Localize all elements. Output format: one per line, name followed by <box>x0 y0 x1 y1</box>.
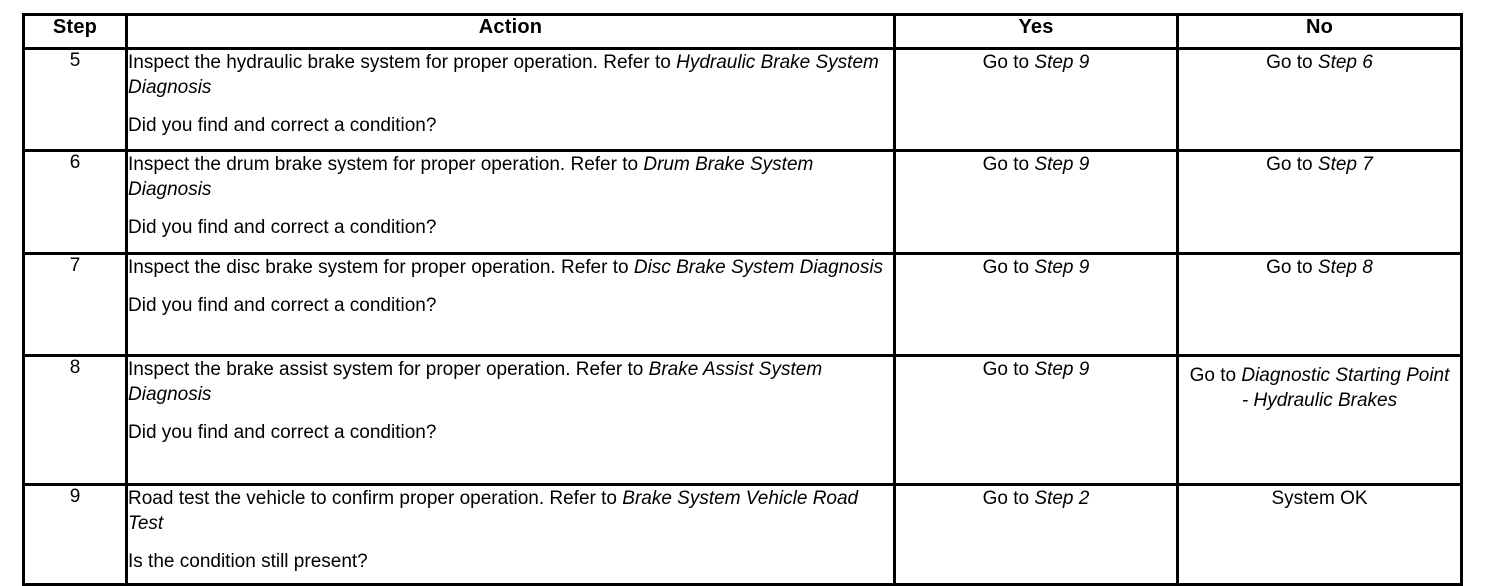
action-reference: Hydraulic Brake System Diagnosis <box>128 52 879 98</box>
yes-answer-text: Go to <box>982 488 1035 509</box>
action-cell: Inspect the disc brake system for proper… <box>125 252 896 357</box>
table-row: 6 Inspect the drum brake system for prop… <box>22 149 1463 255</box>
no-answer-text: Go to <box>1266 257 1318 278</box>
action-description: Inspect the disc brake system for proper… <box>128 255 893 280</box>
step-number: 8 <box>22 354 128 486</box>
action-cell: Inspect the hydraulic brake system for p… <box>125 47 896 152</box>
action-reference: Brake Assist System Diagnosis <box>128 359 823 405</box>
yes-answer-reference: Step 2 <box>1034 488 1090 509</box>
no-answer-reference: Diagnostic Starting Point - Hydraulic Br… <box>1241 365 1450 411</box>
column-header-yes: Yes <box>893 13 1179 50</box>
no-answer-text: Go to <box>1266 154 1318 175</box>
action-text: Inspect the hydraulic brake system for p… <box>128 52 677 73</box>
yes-answer-reference: Step 9 <box>1034 52 1090 73</box>
yes-answer-text: Go to <box>982 52 1035 73</box>
table-row: 5 Inspect the hydraulic brake system for… <box>22 47 1463 152</box>
yes-answer-cell: Go to Step 9 <box>893 252 1179 357</box>
table-row: 9 Road test the vehicle to confirm prope… <box>22 483 1463 586</box>
action-description: Inspect the drum brake system for proper… <box>128 152 893 202</box>
action-text: Inspect the brake assist system for prop… <box>128 359 649 380</box>
no-answer-text: Go to <box>1189 365 1242 386</box>
action-description: Road test the vehicle to confirm proper … <box>128 486 893 536</box>
yes-answer-text: Go to <box>982 154 1035 175</box>
diagnostic-procedure-table: Step Action Yes No 5 Inspect the hydraul… <box>22 13 1463 586</box>
column-header-action: Action <box>125 13 896 50</box>
no-answer-reference: Step 7 <box>1317 154 1373 175</box>
action-reference: Brake System Vehicle Road Test <box>128 488 859 534</box>
table-header: Step Action Yes No <box>22 13 1463 50</box>
table-row: 7 Inspect the disc brake system for prop… <box>22 252 1463 357</box>
no-answer-cell: System OK <box>1176 483 1463 586</box>
yes-answer-text: Go to <box>982 359 1035 380</box>
action-description: Inspect the hydraulic brake system for p… <box>128 50 893 100</box>
column-header-no: No <box>1176 13 1463 50</box>
yes-answer-reference: Step 9 <box>1034 257 1090 278</box>
no-answer-reference: Step 8 <box>1317 257 1373 278</box>
action-question: Did you find and correct a condition? <box>128 217 437 238</box>
action-question: Did you find and correct a condition? <box>128 115 437 136</box>
no-answer-text: Go to <box>1266 52 1318 73</box>
action-text: Inspect the disc brake system for proper… <box>128 257 634 278</box>
action-question: Did you find and correct a condition? <box>128 422 437 443</box>
column-header-step: Step <box>22 13 128 50</box>
action-question: Is the condition still present? <box>128 551 368 572</box>
action-text: Inspect the drum brake system for proper… <box>128 154 644 175</box>
action-cell: Road test the vehicle to confirm proper … <box>125 483 896 586</box>
yes-answer-text: Go to <box>982 257 1035 278</box>
action-cell: Inspect the drum brake system for proper… <box>125 149 896 255</box>
step-number: 5 <box>22 47 128 152</box>
table-row: 8 Inspect the brake assist system for pr… <box>22 354 1463 486</box>
action-description: Inspect the brake assist system for prop… <box>128 357 893 407</box>
no-answer-cell: Go to Diagnostic Starting Point - Hydrau… <box>1176 354 1463 486</box>
yes-answer-cell: Go to Step 9 <box>893 354 1179 486</box>
step-number: 6 <box>22 149 128 255</box>
header-row: Step Action Yes No <box>22 13 1463 50</box>
action-question: Did you find and correct a condition? <box>128 295 437 316</box>
yes-answer-reference: Step 9 <box>1034 154 1090 175</box>
yes-answer-cell: Go to Step 2 <box>893 483 1179 586</box>
table-body: 5 Inspect the hydraulic brake system for… <box>22 47 1463 586</box>
action-text: Road test the vehicle to confirm proper … <box>128 488 623 509</box>
yes-answer-reference: Step 9 <box>1034 359 1090 380</box>
no-answer-cell: Go to Step 6 <box>1176 47 1463 152</box>
yes-answer-cell: Go to Step 9 <box>893 47 1179 152</box>
no-answer-cell: Go to Step 7 <box>1176 149 1463 255</box>
yes-answer-cell: Go to Step 9 <box>893 149 1179 255</box>
action-cell: Inspect the brake assist system for prop… <box>125 354 896 486</box>
action-reference: Drum Brake System Diagnosis <box>128 154 814 200</box>
action-reference: Disc Brake System Diagnosis <box>633 257 884 278</box>
no-answer-cell: Go to Step 8 <box>1176 252 1463 357</box>
step-number: 9 <box>22 483 128 586</box>
no-answer-reference: Step 6 <box>1317 52 1373 73</box>
no-answer-text: System OK <box>1271 488 1368 509</box>
step-number: 7 <box>22 252 128 357</box>
